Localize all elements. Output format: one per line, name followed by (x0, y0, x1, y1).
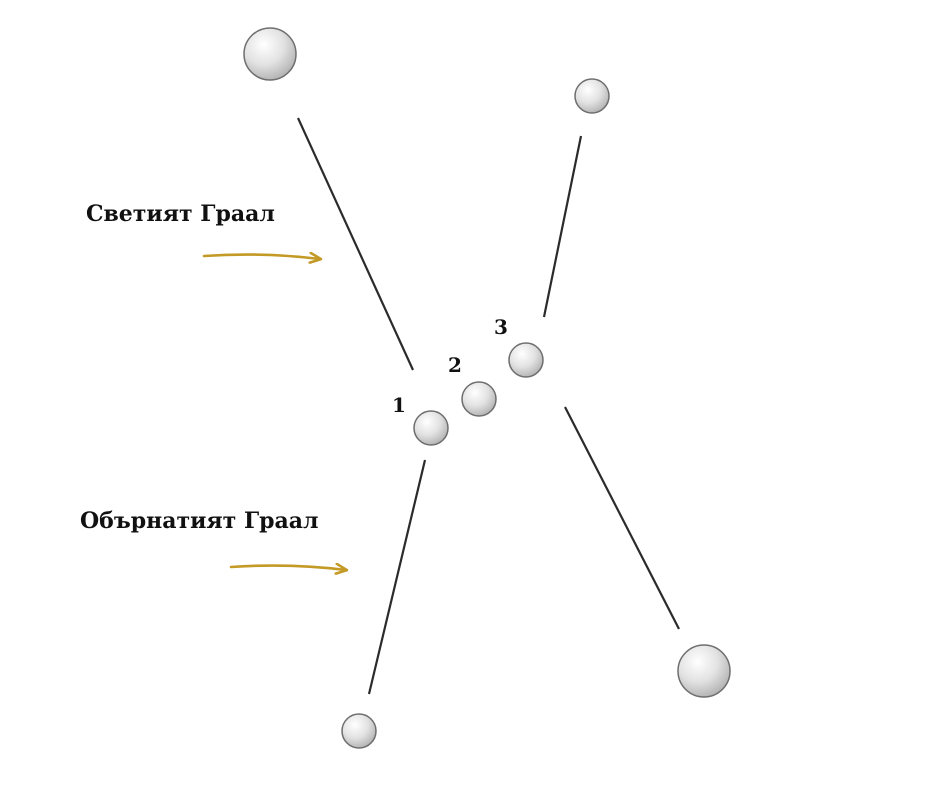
circle-center-1 (413, 410, 449, 446)
circle-center-3 (508, 342, 544, 378)
arrow-holy-grail (202, 255, 320, 259)
circle-bottom-right-large (677, 644, 731, 698)
number-label-1: 1 (392, 393, 406, 417)
number-label-2: 2 (448, 353, 462, 377)
circle-top-left-large (243, 27, 297, 81)
line-lower-left (367, 459, 427, 695)
holy-grail-label: Светият Граал (86, 201, 275, 227)
circle-top-right-small (574, 78, 610, 114)
circle-bottom-left-small (341, 713, 377, 749)
arrow-inverted-grail (229, 566, 346, 570)
inverted-grail-label: Обърнатият Граал (80, 508, 319, 534)
line-upper-right (542, 135, 583, 318)
circle-center-2 (461, 381, 497, 417)
line-upper-left (296, 117, 415, 371)
line-lower-right (564, 406, 680, 630)
number-label-3: 3 (494, 315, 508, 339)
